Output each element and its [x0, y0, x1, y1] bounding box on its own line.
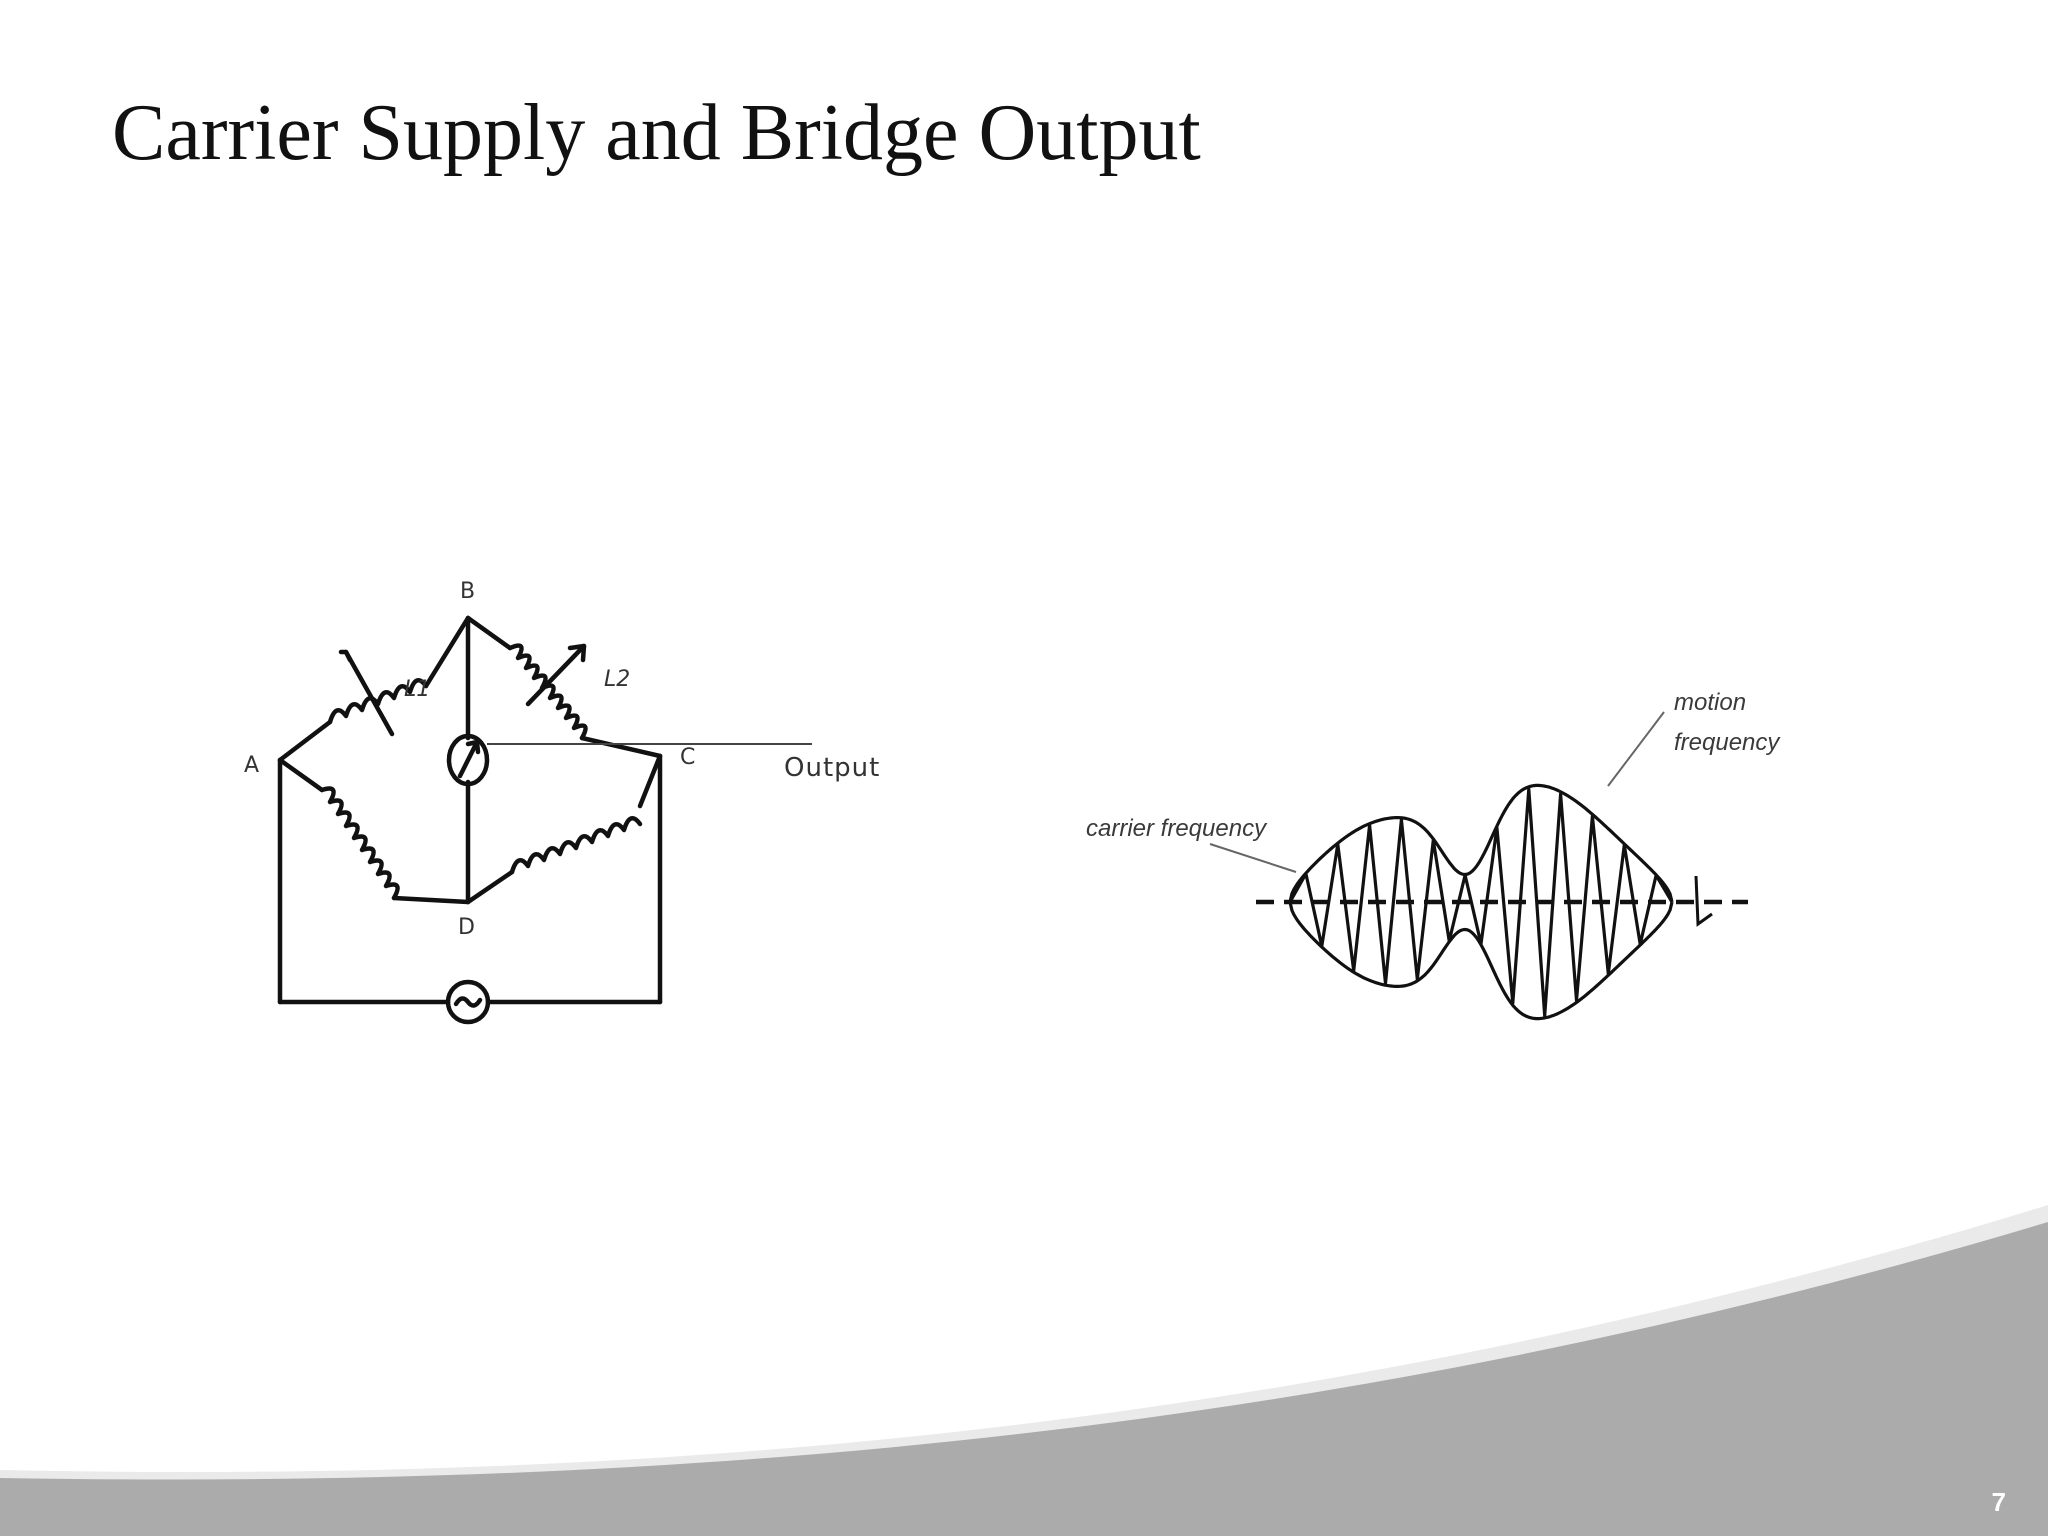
inductor-l1-label: L1 [404, 677, 430, 702]
carrier-frequency-label: carrier frequency [1086, 815, 1268, 842]
page-number: 7 [1991, 1487, 2006, 1517]
node-c-label: C [680, 745, 695, 770]
inductor-l2-label: L2 [604, 667, 630, 692]
node-b-label: B [460, 579, 475, 604]
node-d-label: D [458, 915, 475, 940]
motion-frequency-label-line1: motion [1674, 689, 1746, 716]
motion-frequency-label-line2: frequency [1674, 729, 1781, 756]
slide-title: Carrier Supply and Bridge Output [112, 89, 1201, 177]
output-label: Output [784, 753, 880, 783]
node-a-label: A [244, 753, 259, 778]
